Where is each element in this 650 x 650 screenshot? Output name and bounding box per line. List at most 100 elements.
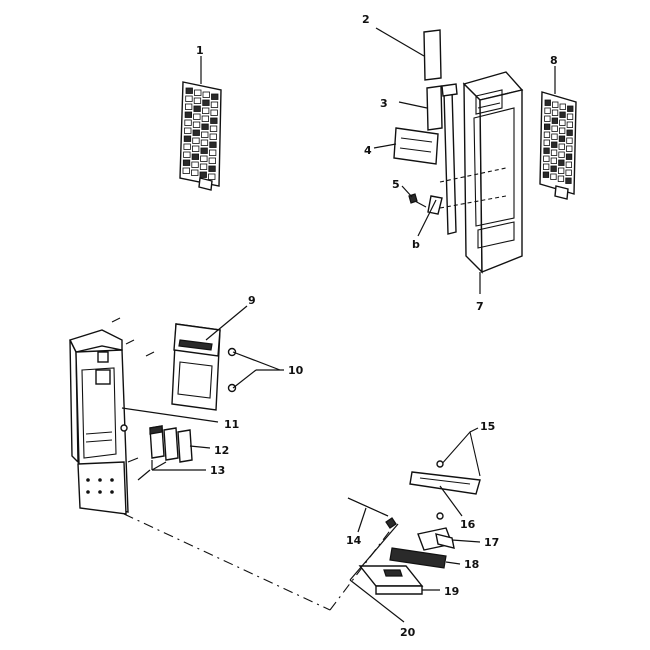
keypad-key bbox=[544, 115, 551, 122]
keypad-key bbox=[208, 173, 216, 180]
keypad-key bbox=[210, 109, 218, 116]
keypad-key bbox=[551, 141, 558, 148]
part-4-display-panel bbox=[373, 127, 439, 165]
callout-20: 20 bbox=[400, 626, 416, 639]
keypad-key bbox=[182, 159, 191, 166]
callout-5: 5 bbox=[392, 178, 400, 191]
keypad-key bbox=[191, 161, 199, 168]
keypad-key bbox=[191, 169, 199, 176]
keypad-key bbox=[192, 129, 200, 136]
keypad-key bbox=[565, 153, 573, 160]
keypad-key bbox=[542, 171, 550, 178]
keypad-key bbox=[559, 127, 566, 134]
keypad-key bbox=[565, 161, 572, 168]
part-9-display-board bbox=[171, 305, 284, 411]
part-14-shaft bbox=[347, 497, 389, 533]
keypad-key bbox=[566, 129, 573, 136]
keypad-key bbox=[201, 123, 209, 130]
part-18-switch-board bbox=[389, 547, 461, 569]
keypad-key bbox=[566, 121, 573, 128]
part-5-screw bbox=[401, 185, 427, 208]
keypad-key bbox=[200, 139, 209, 146]
keypad-key bbox=[558, 143, 565, 150]
keypad-key bbox=[566, 145, 573, 152]
keypad-key bbox=[551, 125, 558, 132]
keypad-key bbox=[199, 163, 208, 170]
keypad-key bbox=[191, 153, 200, 160]
keypad-key bbox=[208, 157, 217, 164]
part-2-window-strip bbox=[375, 27, 442, 81]
keypad-key bbox=[182, 167, 190, 174]
callout-13: 13 bbox=[210, 464, 225, 477]
part-20-pin bbox=[349, 517, 405, 623]
callout-9: 9 bbox=[248, 294, 256, 307]
keypad-key bbox=[558, 151, 565, 158]
keypad-key bbox=[558, 159, 565, 166]
callout-12: 12 bbox=[214, 444, 229, 457]
keypad-key bbox=[208, 165, 216, 172]
keypad-key bbox=[550, 157, 557, 164]
connection-line bbox=[123, 513, 331, 611]
keypad-key bbox=[202, 91, 210, 98]
part-3-window-strip bbox=[398, 85, 443, 131]
callout-15: 15 bbox=[480, 420, 495, 433]
callout-16: 16 bbox=[460, 518, 476, 531]
keypad-key bbox=[551, 109, 559, 116]
callout-18: 18 bbox=[464, 558, 479, 571]
keypad-key bbox=[193, 105, 201, 112]
keypad-key bbox=[550, 173, 557, 180]
callout-3: 3 bbox=[380, 97, 388, 110]
keypad-key bbox=[565, 169, 572, 176]
keypad-key bbox=[200, 147, 208, 154]
keypad-key bbox=[199, 171, 207, 178]
part-6-clip bbox=[417, 195, 443, 237]
keypad-key bbox=[557, 175, 565, 182]
keypad-key bbox=[193, 113, 201, 120]
part-19-switch-bracket bbox=[358, 565, 440, 595]
keypad-key bbox=[209, 141, 217, 148]
keypad-key bbox=[544, 123, 551, 130]
callout-11: 11 bbox=[224, 418, 239, 431]
keypad-key bbox=[543, 155, 550, 162]
keypad-key bbox=[210, 117, 218, 124]
keypad-key bbox=[202, 99, 210, 106]
callout-14: 14 bbox=[346, 534, 362, 547]
keypad-key bbox=[194, 89, 202, 96]
keypad-key bbox=[183, 135, 192, 142]
keypad-key bbox=[552, 101, 559, 108]
keypad-key bbox=[183, 143, 191, 150]
keypad-key bbox=[566, 113, 574, 120]
part-8-keypad-membrane bbox=[539, 66, 577, 200]
keypad-key bbox=[543, 163, 550, 170]
keypad-key bbox=[185, 95, 193, 102]
callout-4: 4 bbox=[364, 144, 372, 157]
keypad-key bbox=[559, 119, 566, 126]
keypad-key bbox=[550, 165, 557, 172]
keypad-key bbox=[544, 107, 551, 114]
keypad-key bbox=[200, 155, 208, 162]
part-13-leaders bbox=[137, 460, 206, 481]
keypad-key bbox=[550, 149, 558, 156]
keypad-key bbox=[201, 115, 210, 122]
callout-1: 1 bbox=[196, 44, 204, 57]
keypad-key bbox=[184, 103, 193, 110]
callout-7: 7 bbox=[476, 300, 484, 313]
keypad-key bbox=[558, 167, 565, 174]
callout-2: 2 bbox=[362, 13, 370, 26]
keypad-key bbox=[559, 103, 566, 110]
keypad-key bbox=[210, 101, 219, 108]
keypad-key bbox=[208, 149, 217, 156]
vertical-strip bbox=[441, 83, 458, 235]
keypad-key bbox=[193, 97, 202, 104]
callout-17: 17 bbox=[484, 536, 499, 549]
part-16-bracket bbox=[409, 460, 481, 517]
part-15-spring bbox=[439, 427, 481, 477]
keypad-key bbox=[184, 111, 193, 118]
part-11-control-bracket bbox=[69, 317, 219, 515]
keypad-key bbox=[185, 87, 193, 94]
part-12-relays bbox=[149, 425, 211, 463]
keypad-key bbox=[191, 145, 200, 152]
keypad-key bbox=[558, 135, 566, 142]
keypad-key bbox=[551, 133, 558, 140]
